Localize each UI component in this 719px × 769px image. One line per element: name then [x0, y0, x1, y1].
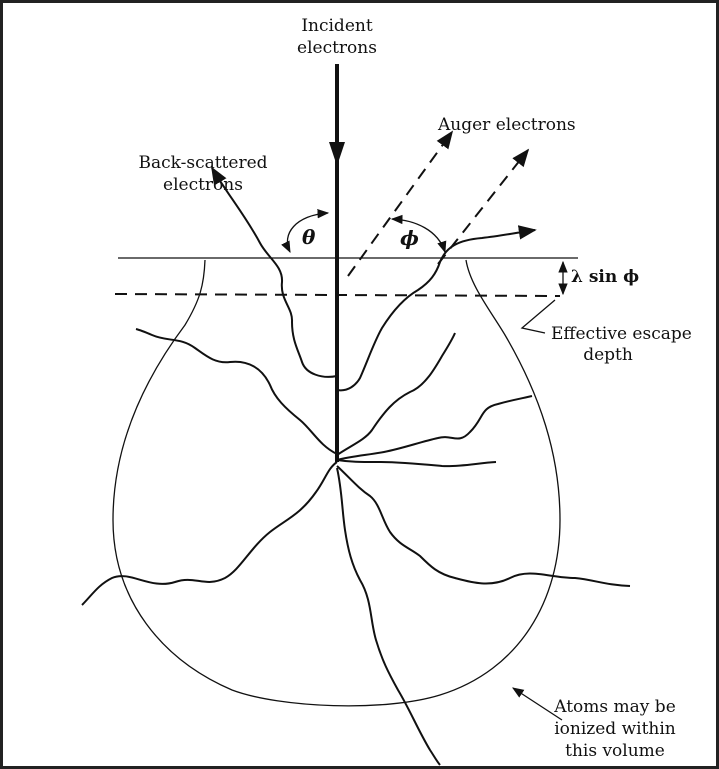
incident-label-line1: Incident — [301, 16, 373, 36]
phi-symbol: ϕ — [400, 226, 419, 250]
backscattered-electron-path — [212, 168, 337, 377]
escape-depth-label-line1: Effective escape — [551, 324, 692, 344]
escape-depth-label-line2: depth — [583, 345, 633, 365]
volume-label-line3: this volume — [565, 741, 665, 761]
scattering-paths — [82, 329, 630, 765]
auger-arrow-left — [348, 132, 452, 276]
incident-label-line2: electrons — [297, 38, 377, 58]
scatter-path-right-upper — [337, 333, 455, 455]
scatter-path-right-short — [337, 460, 496, 466]
lambda-sin-phi-label: λ sin ϕ — [571, 267, 639, 287]
scatter-path-left-lower — [82, 462, 337, 605]
scatter-path-downward — [337, 468, 440, 765]
volume-label-line1: Atoms may be — [553, 697, 676, 717]
volume-label-line2: ionized within — [554, 719, 676, 739]
scatter-path-right-lower — [337, 466, 630, 586]
backscattered-label-line1: Back-scattered — [138, 153, 267, 173]
theta-symbol: θ — [302, 225, 316, 249]
scatter-path-right-middle — [337, 396, 532, 460]
auger-arrow-right — [438, 150, 528, 264]
backscattered-label-line2: electrons — [163, 175, 243, 195]
scatter-path-left-upper — [136, 329, 337, 454]
auger-electrons-label: Auger electrons — [437, 115, 576, 135]
